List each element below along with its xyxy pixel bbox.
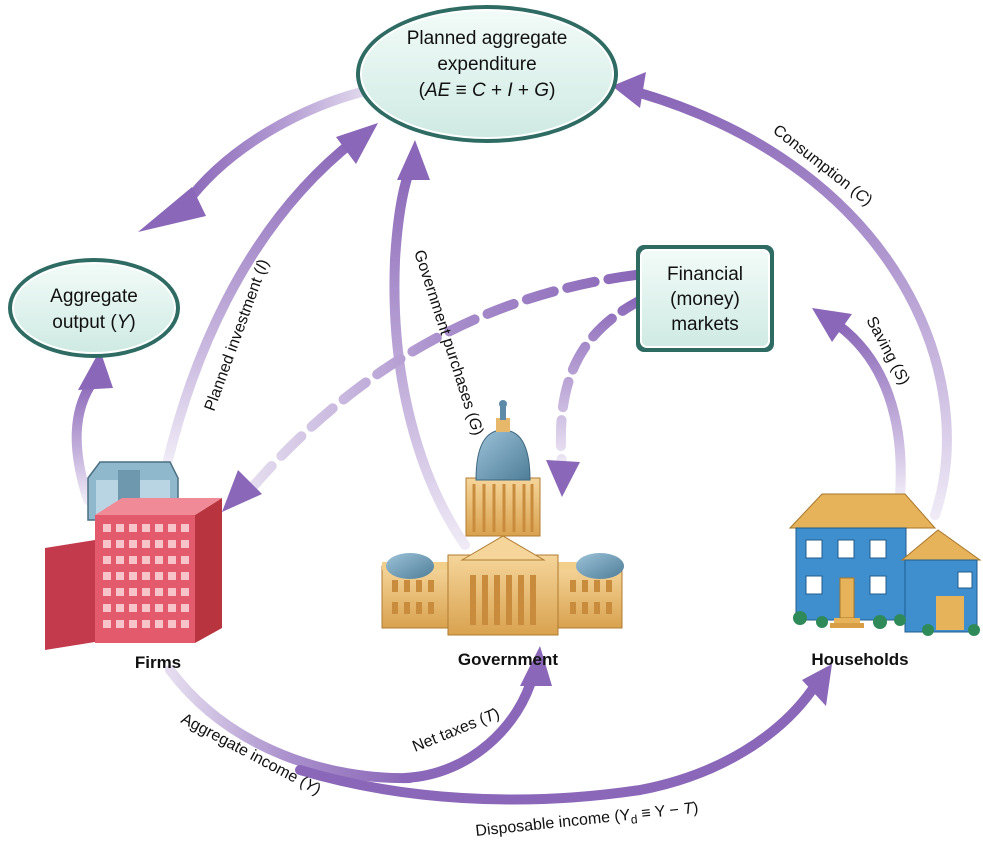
financial-line2: (money) (670, 289, 740, 310)
arrow-consumption (635, 88, 952, 520)
arrow-aggregate-income (165, 665, 415, 784)
label-disposable-income: Disposable income (Yd ≡ Y − T) (475, 800, 700, 843)
government-label: Government (458, 650, 558, 669)
output-line1: Aggregate (50, 286, 138, 307)
label-aggregate-income: Aggregate income (Y) (178, 711, 323, 799)
node-planned-aggregate-expenditure: Planned aggregate expenditure (AE ≡ C + … (356, 5, 618, 143)
arrow-disposable-income (295, 685, 817, 805)
households-label: Households (811, 650, 908, 669)
financial-line3: markets (671, 314, 739, 335)
government-building-illustration (381, 400, 624, 636)
arrow-saving-head (812, 308, 852, 342)
arrow-financial-to-government (555, 293, 650, 470)
arrow-planned-investment-head (336, 123, 378, 164)
arrow-disposable-income-head (802, 664, 832, 706)
arrow-saving (833, 320, 906, 500)
flow-arrows (71, 72, 952, 805)
arrow-firms-to-output-head (78, 350, 113, 390)
arrow-ae-to-output (180, 83, 383, 210)
node-financial-markets: Financial (money) markets (636, 245, 774, 352)
arrow-firms-to-output (71, 375, 99, 505)
arrow-consumption-head (612, 72, 646, 108)
arrow-financial-to-firms-head (222, 470, 262, 512)
arrow-financial-to-government-head (546, 460, 580, 497)
ae-line3: (AE ≡ C + I + G) (419, 80, 556, 101)
arrow-government-purchases (389, 160, 470, 550)
arrow-planned-investment (163, 135, 360, 465)
firms-building-illustration (45, 461, 222, 650)
arrow-government-purchases-head (397, 140, 430, 180)
households-house-illustration (788, 493, 982, 636)
arrow-net-taxes (400, 670, 538, 783)
output-line2: output (Y) (52, 312, 135, 333)
arrow-financial-to-firms (245, 270, 641, 495)
ae-line1: Planned aggregate (407, 28, 568, 49)
arrow-net-taxes-head (520, 646, 552, 686)
ae-line2: expenditure (437, 54, 536, 75)
financial-line1: Financial (667, 264, 743, 285)
node-aggregate-output: Aggregate output (Y) (8, 258, 180, 358)
arrow-ae-to-output-head (138, 187, 206, 232)
firms-label: Firms (135, 653, 181, 672)
